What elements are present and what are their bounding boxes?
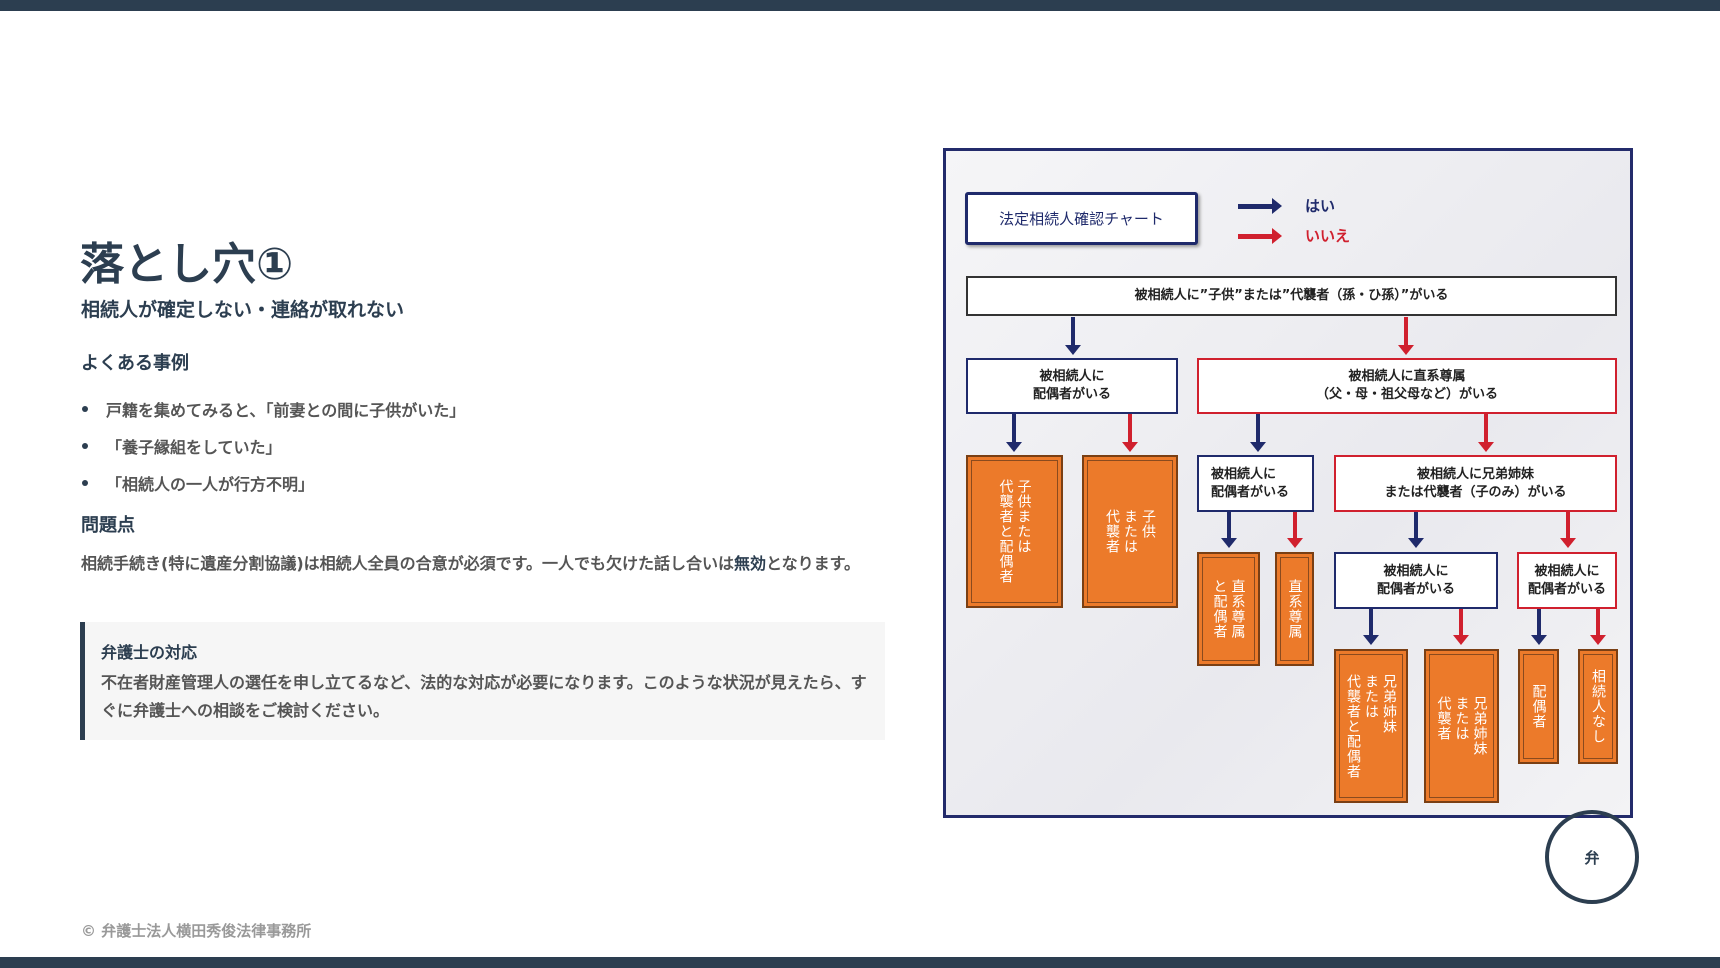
result-spouse: 配偶者 [1518,649,1559,764]
result-children-and-spouse: 子供または 代襲者と配偶者 [966,455,1063,608]
bullet-icon [82,405,88,412]
yes-arrow-icon [1250,414,1266,452]
yes-arrow-icon [1238,198,1282,214]
result-siblings: 兄弟姉妹 または 代襲者 [1424,649,1499,803]
callout-body: 不在者財産管理人の選任を申し立てるなど、法的な対応が必要になります。このような状… [101,673,867,720]
list-item-text: 「相続人の一人が行方不明」 [106,474,315,494]
bottom-bar [0,957,1720,968]
question-children: 被相続人に”子供”または”代襲者（孫・ひ孫）”がいる [966,276,1617,316]
question-spouse: 被相続人に 配偶者がいる [1334,552,1498,609]
yes-arrow-icon [1363,609,1379,645]
yes-arrow-icon [1408,512,1424,548]
list-item-text: 「養子縁組をしていた」 [106,437,282,457]
cases-list: 戸籍を集めてみると、「前妻との間に子供がいた」 「養子縁組をしていた」 「相続人… [81,390,465,501]
no-arrow-icon [1238,228,1282,244]
flowchart-title: 法定相続人確認チャート [965,192,1198,245]
problem-emphasis: 無効 [734,554,767,573]
list-item: 「相続人の一人が行方不明」 [81,464,465,501]
yes-arrow-icon [1006,414,1022,452]
no-arrow-icon [1453,609,1469,645]
no-arrow-icon [1478,414,1494,452]
list-item-text: 戸籍を集めてみると、「前妻との間に子供がいた」 [106,400,466,420]
bullet-icon [82,479,88,486]
result-siblings-and-spouse: 兄弟姉妹 または 代襲者と配偶者 [1334,649,1408,803]
list-item: 「養子縁組をしていた」 [81,427,465,464]
problem-text-end: となります。 [766,554,860,573]
page-subtitle: 相続人が確定しない・連絡が取れない [81,299,405,321]
result-no-heirs: 相続人なし [1578,649,1618,764]
question-siblings: 被相続人に兄弟姉妹 または代襲者（子のみ）がいる [1334,455,1617,512]
yes-arrow-icon [1221,512,1237,548]
result-ascendants: 直系尊属 [1275,552,1314,666]
no-arrow-icon [1398,317,1414,355]
footer-copyright: © 弁護士法人横田秀俊法律事務所 [81,922,312,940]
legend-no: いいえ [1305,227,1351,245]
problem-text-start: 相続手続き(特に遺産分割協議)は相続人全員の合意が必須です。一人でも欠けた話し合… [81,554,735,573]
top-bar [0,0,1720,11]
question-spouse: 被相続人に 配偶者がいる [1197,455,1314,512]
result-children: 子供 または 代襲者 [1082,455,1178,608]
yes-arrow-icon [1065,317,1081,355]
cases-heading: よくある事例 [81,353,189,374]
no-arrow-icon [1560,512,1576,548]
page-title: 落とし穴① [80,239,294,290]
seal-text: 弁 [1584,848,1600,867]
problem-text: 相続手続き(特に遺産分割協議)は相続人全員の合意が必須です。一人でも欠けた話し合… [81,550,881,578]
yes-arrow-icon [1531,609,1547,645]
result-ascendants-and-spouse: 直系尊属 と配偶者 [1197,552,1260,666]
bullet-icon [82,442,88,449]
heir-flowchart: 法定相続人確認チャート はい いいえ 被相続人に”子供”または”代襲者（孫・ひ孫… [943,148,1633,818]
no-arrow-icon [1287,512,1303,548]
list-item: 戸籍を集めてみると、「前妻との間に子供がいた」 [81,390,465,427]
no-arrow-icon [1122,414,1138,452]
problem-heading: 問題点 [81,515,135,536]
callout-title: 弁護士の対応 [101,643,198,662]
question-spouse: 被相続人に 配偶者がいる [966,358,1178,414]
no-arrow-icon [1590,609,1606,645]
legend-yes: はい [1305,197,1336,215]
firm-seal-logo: 弁 [1545,810,1639,904]
lawyer-callout: 弁護士の対応 不在者財産管理人の選任を申し立てるなど、法的な対応が必要になります… [80,622,885,740]
question-spouse: 被相続人に 配偶者がいる [1517,552,1617,609]
question-ascendants: 被相続人に直系尊属 （父・母・祖父母など）がいる [1197,358,1617,414]
